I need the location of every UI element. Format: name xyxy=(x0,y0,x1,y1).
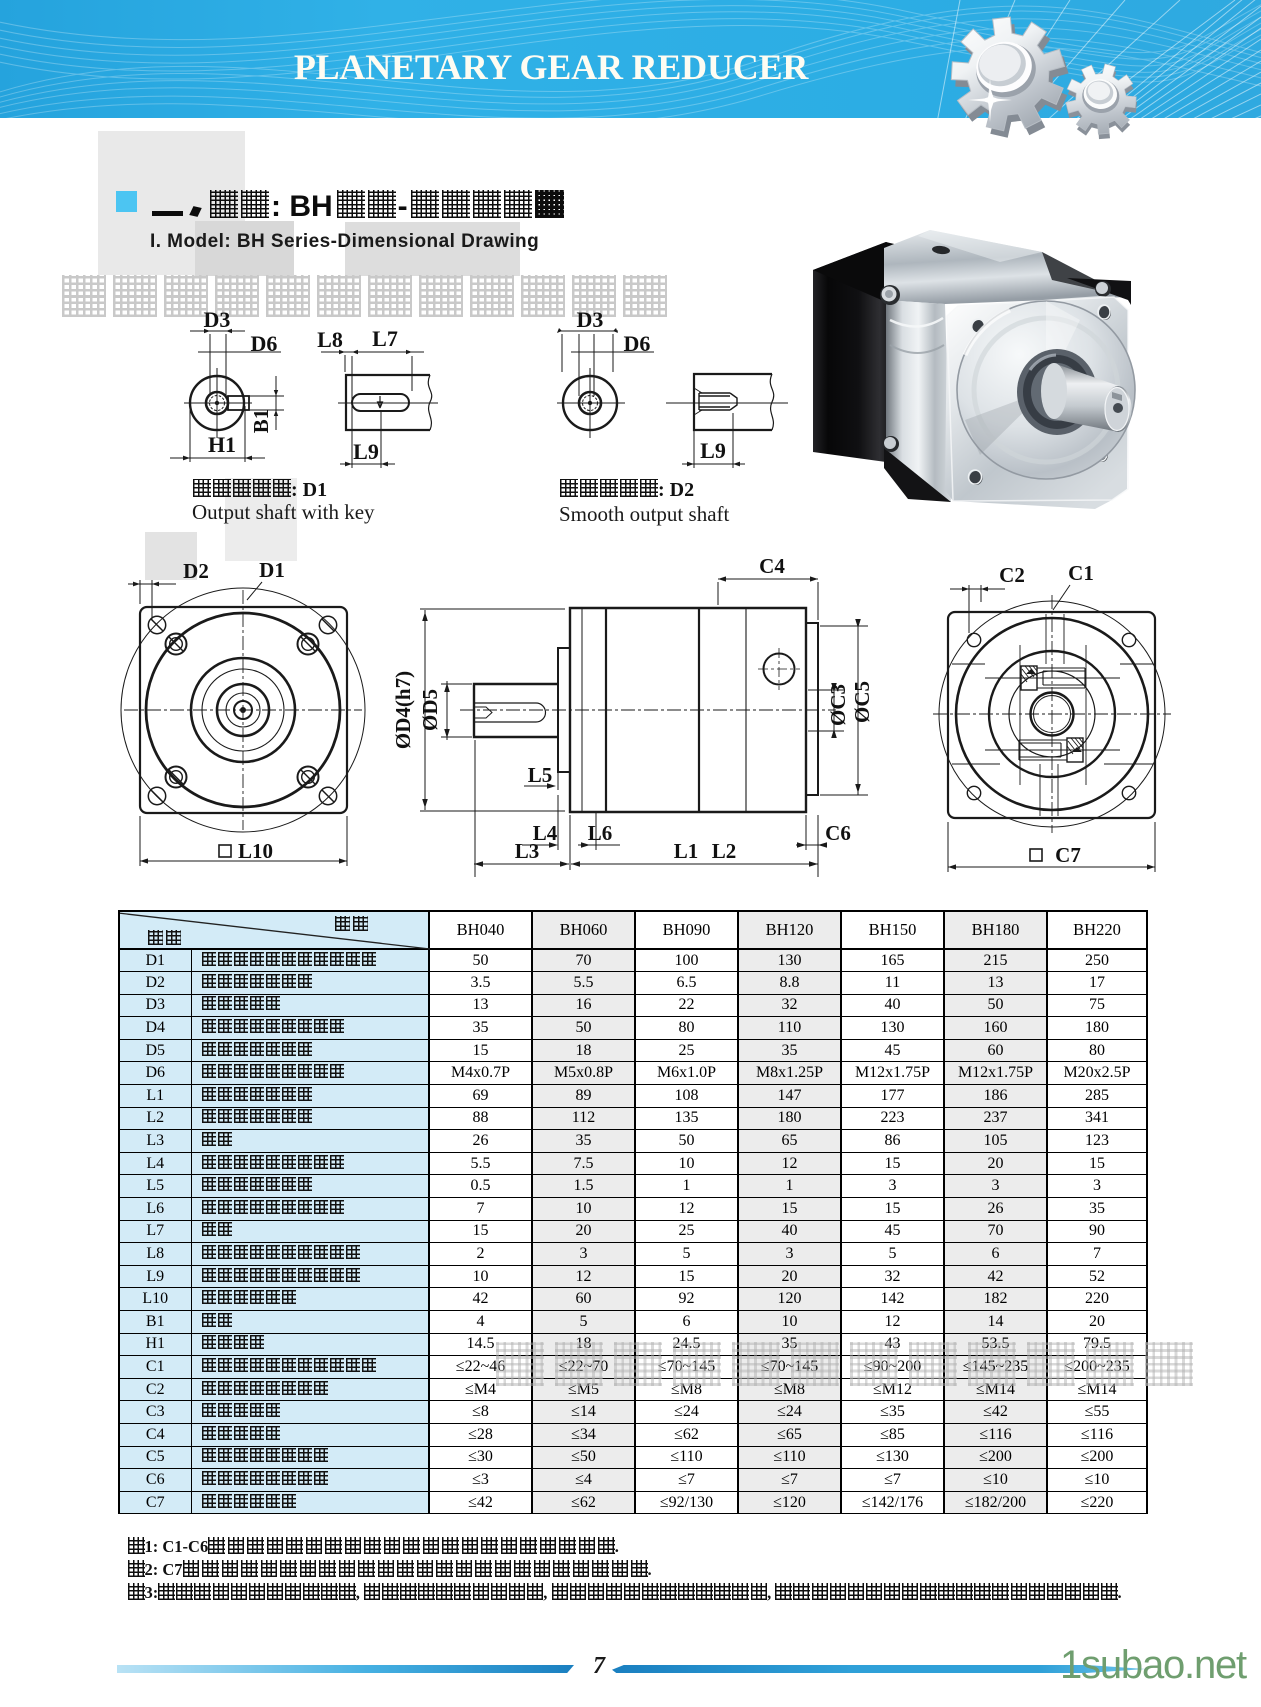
svg-text:ØD4(h7): ØD4(h7) xyxy=(391,671,415,749)
svg-text:C4: C4 xyxy=(759,554,785,578)
svg-text:ØC3: ØC3 xyxy=(826,684,850,726)
svg-text:L7: L7 xyxy=(372,326,398,351)
svg-text:L4: L4 xyxy=(533,821,558,845)
svg-text:C7: C7 xyxy=(1055,843,1081,867)
svg-text:L8: L8 xyxy=(317,327,343,352)
svg-text:L3: L3 xyxy=(515,839,540,863)
svg-text:D3: D3 xyxy=(577,307,604,332)
svg-text:L1: L1 xyxy=(674,839,699,863)
svg-text:C6: C6 xyxy=(825,821,851,845)
svg-text:B1: B1 xyxy=(249,409,273,434)
svg-text:D1: D1 xyxy=(259,558,285,582)
svg-text:L6: L6 xyxy=(588,821,613,845)
svg-text:L2: L2 xyxy=(712,839,737,863)
svg-text:H1: H1 xyxy=(208,432,236,457)
svg-text:L10: L10 xyxy=(238,839,273,863)
svg-text:D3: D3 xyxy=(204,307,231,332)
svg-text:L9: L9 xyxy=(700,438,726,463)
svg-text:D2: D2 xyxy=(183,559,209,583)
svg-text:ØD5: ØD5 xyxy=(418,689,442,731)
svg-text:L5: L5 xyxy=(528,763,553,787)
svg-text:ØC5: ØC5 xyxy=(850,681,874,723)
svg-text:C2: C2 xyxy=(999,563,1025,587)
svg-text:PLANETARY GEAR REDUCER: PLANETARY GEAR REDUCER xyxy=(294,47,810,87)
svg-text:L9: L9 xyxy=(353,439,379,464)
svg-text:C1: C1 xyxy=(1068,561,1094,585)
